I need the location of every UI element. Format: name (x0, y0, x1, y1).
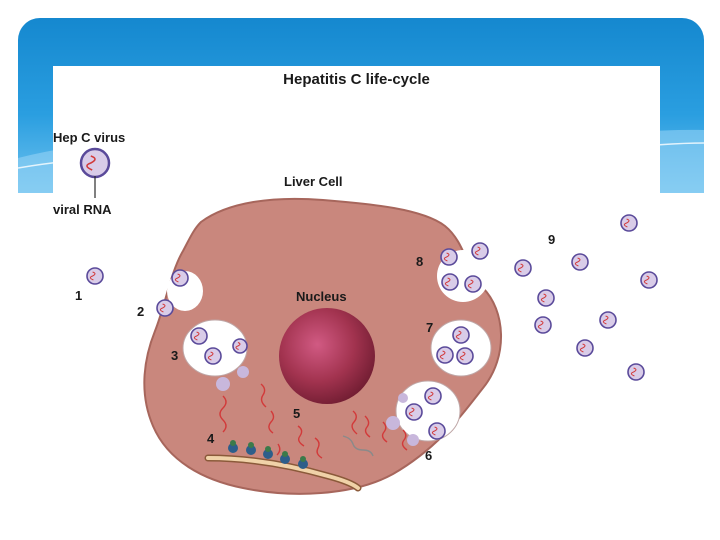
step-2-label: 2 (137, 304, 145, 319)
virion (204, 347, 222, 365)
hep-c-virus-icon (79, 147, 111, 179)
virion-group (79, 147, 658, 440)
virion (534, 316, 552, 334)
step-8-label: 8 (416, 254, 424, 269)
virion (441, 273, 459, 291)
virion (424, 387, 442, 405)
step-1-label: 1 (75, 288, 83, 303)
virion (86, 267, 104, 285)
virion (627, 363, 645, 381)
viral-rna-strands (219, 383, 408, 459)
virion (471, 242, 489, 260)
step-5-label: 5 (293, 406, 301, 421)
virion (514, 259, 532, 277)
virion (428, 422, 446, 440)
virion (456, 347, 474, 365)
virion (599, 311, 617, 329)
virion (440, 248, 458, 266)
ribosomes (228, 440, 308, 469)
virus-label: Hep C virus (53, 130, 126, 145)
virion (190, 327, 208, 345)
virion (620, 214, 638, 232)
virion (640, 271, 658, 289)
figure-panel: Hepatitis C life-cycle Hep C virus viral… (53, 66, 660, 531)
step-3-label: 3 (171, 348, 179, 363)
virion (452, 326, 470, 344)
virion (156, 299, 174, 317)
virion (405, 403, 423, 421)
nucleus-label: Nucleus (296, 289, 347, 304)
nucleus (279, 308, 375, 404)
step-9-label: 9 (548, 232, 556, 247)
life-cycle-diagram (79, 147, 658, 495)
step-4-label: 4 (207, 431, 215, 446)
diagram-title: Hepatitis C life-cycle (283, 71, 430, 88)
viral-protein-blobs (216, 366, 419, 446)
virion (576, 339, 594, 357)
step-6-label: 6 (425, 448, 433, 463)
liver-cell-label: Liver Cell (284, 174, 343, 189)
step-7-label: 7 (426, 320, 434, 335)
virion (571, 253, 589, 271)
viral-rna-label: viral RNA (53, 202, 112, 217)
virion (232, 338, 248, 354)
virion (537, 289, 555, 307)
virion (171, 269, 189, 287)
virion (464, 275, 482, 293)
virion (436, 346, 454, 364)
